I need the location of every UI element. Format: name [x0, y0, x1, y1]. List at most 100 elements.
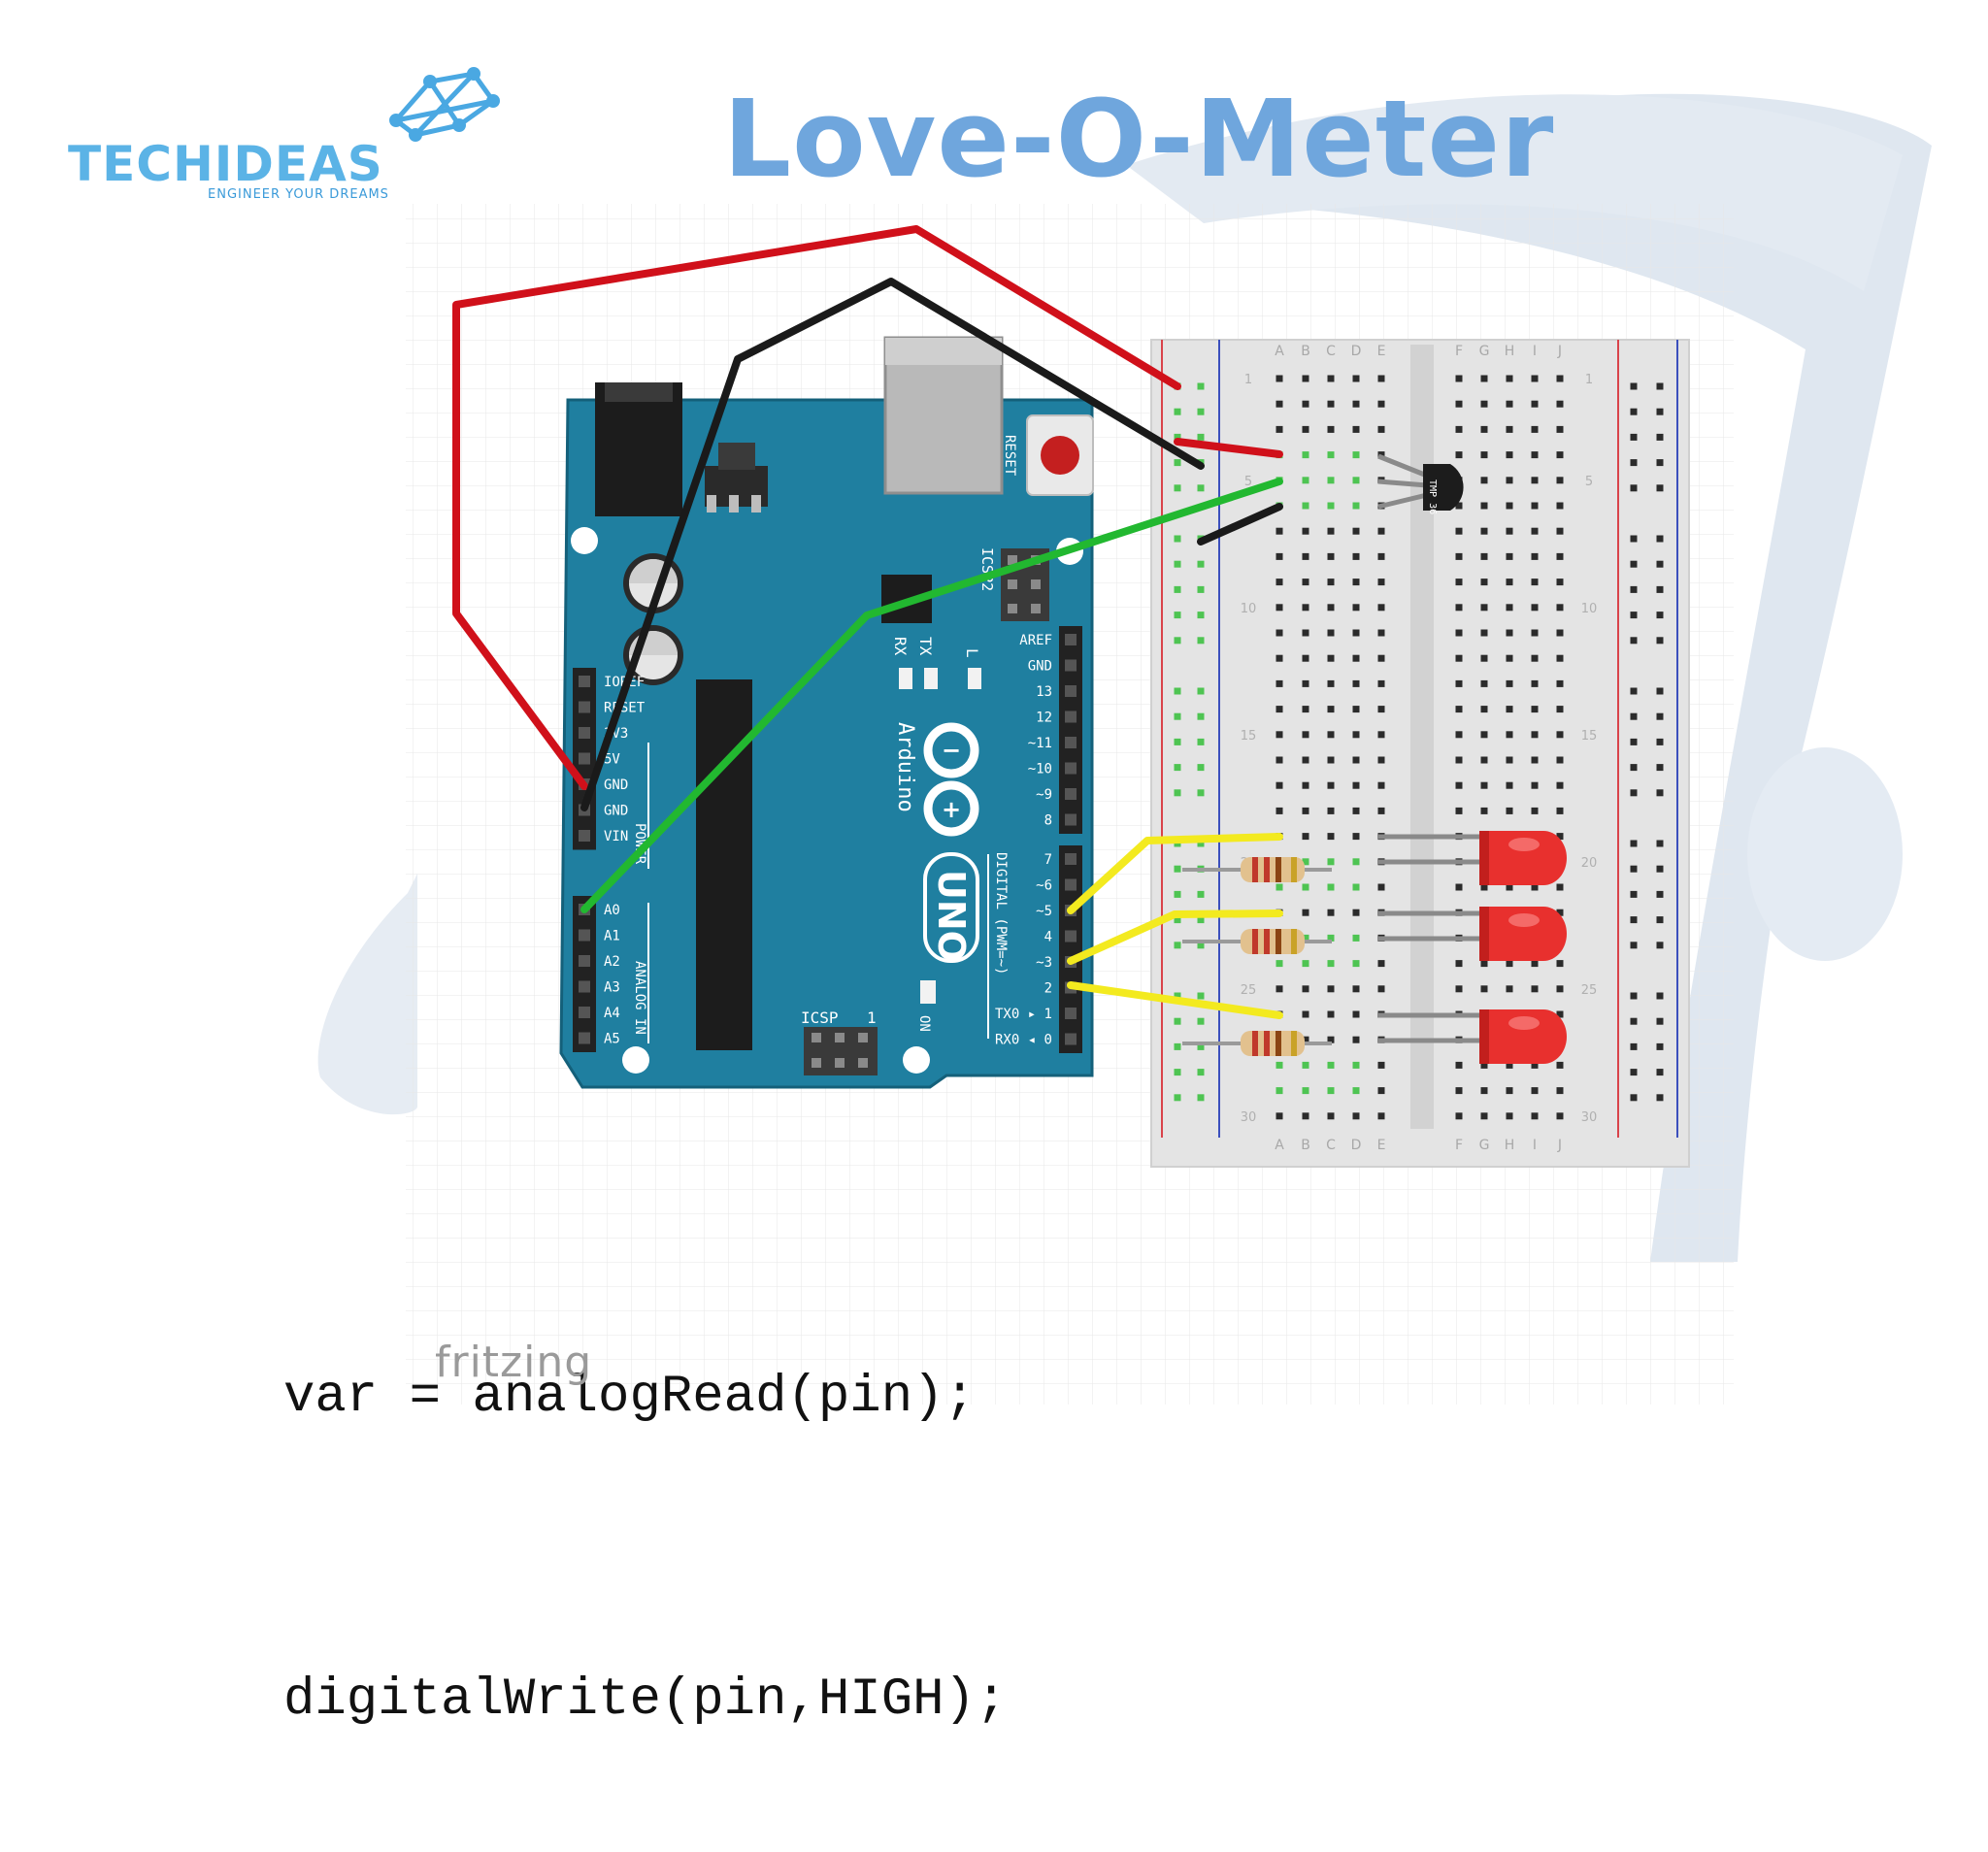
rx-led	[924, 668, 938, 689]
techideas-logo: TECHIDEAS ENGINEER YOUR DREAMS	[66, 62, 500, 208]
sensor-label: TMP 36	[1427, 480, 1438, 514]
code-line-digital-write: digitalWrite(pin,HIGH);	[283, 1670, 1008, 1730]
column-label: A	[1275, 344, 1284, 359]
rail-hole	[1197, 1042, 1205, 1050]
rail-hole	[1197, 560, 1205, 568]
breadboard-hole	[1531, 502, 1539, 510]
rail-hole	[1197, 890, 1205, 898]
rail-hole	[1197, 612, 1205, 619]
column-label: B	[1301, 1138, 1310, 1153]
rail-hole	[1197, 840, 1205, 847]
breadboard-hole	[1377, 985, 1385, 993]
rail-hole	[1174, 433, 1181, 441]
rail-hole	[1656, 560, 1664, 568]
header-pin	[579, 955, 590, 967]
pin-label: 13	[1036, 684, 1052, 700]
breadboard-hole	[1455, 731, 1463, 739]
code-snippet: var = analogRead(pin); digitalWrite(pin,…	[283, 1145, 1007, 1852]
pin-label: 8	[1044, 813, 1052, 829]
logo-wordmark: TECHIDEAS	[68, 136, 383, 192]
breadboard-hole	[1480, 451, 1488, 459]
rail-hole	[1630, 535, 1638, 543]
breadboard-hole	[1327, 1036, 1335, 1043]
rail-hole	[1630, 382, 1638, 390]
rail-hole	[1630, 738, 1638, 745]
breadboard-hole	[1352, 883, 1360, 891]
rail-hole	[1630, 1017, 1638, 1025]
fritzing-credit: fritzing	[435, 1338, 593, 1387]
header-pin	[1065, 711, 1077, 723]
rail-hole	[1174, 484, 1181, 492]
breadboard-hole	[1531, 629, 1539, 637]
breadboard-hole	[1455, 654, 1463, 662]
breadboard-hole	[1531, 706, 1539, 713]
mounting-hole	[571, 527, 598, 554]
rail-hole	[1656, 382, 1664, 390]
breadboard-hole	[1352, 604, 1360, 612]
rail-hole	[1174, 687, 1181, 695]
breadboard-hole	[1352, 527, 1360, 535]
rail-hole	[1197, 585, 1205, 593]
breadboard-hole	[1377, 579, 1385, 586]
breadboard-hole	[1506, 706, 1513, 713]
row-number: 30	[1581, 1110, 1598, 1125]
column-label: F	[1455, 344, 1463, 359]
breadboard-hole	[1377, 425, 1385, 433]
rail-hole	[1630, 840, 1638, 847]
l-label: L	[963, 648, 981, 658]
mounting-hole	[622, 1046, 649, 1074]
breadboard-hole	[1455, 807, 1463, 814]
pin-label: GND	[604, 777, 628, 793]
resistor-3	[1182, 1031, 1332, 1056]
wire-a0-green	[580, 478, 1283, 913]
rail-hole	[1197, 992, 1205, 1000]
breadboard-hole	[1480, 706, 1488, 713]
breadboard-hole	[1506, 1061, 1513, 1069]
rail-hole	[1656, 942, 1664, 949]
header-pin	[579, 676, 590, 687]
row-number: 15	[1581, 729, 1598, 744]
slide-title: Love-O-Meter	[723, 77, 1555, 201]
breadboard-hole	[1455, 451, 1463, 459]
rail-hole	[1630, 560, 1638, 568]
breadboard-hole	[1556, 679, 1564, 687]
breadboard-hole	[1506, 604, 1513, 612]
breadboard-hole	[1506, 1112, 1513, 1120]
breadboard-hole	[1455, 400, 1463, 408]
breadboard-hole	[1327, 502, 1335, 510]
red-led-2	[1378, 907, 1567, 961]
breadboard-hole	[1455, 1112, 1463, 1120]
rail-hole	[1630, 865, 1638, 873]
breadboard-hole	[1327, 833, 1335, 841]
rail-hole	[1174, 992, 1181, 1000]
breadboard-hole	[1455, 579, 1463, 586]
breadboard-hole	[1455, 985, 1463, 993]
watermark-arc	[1233, 93, 1932, 1262]
svg-text:+: +	[942, 796, 961, 823]
rail-hole	[1656, 1069, 1664, 1076]
rail-hole	[1630, 1042, 1638, 1050]
breadboard-hole	[1276, 807, 1283, 814]
breadboard-hole	[1276, 679, 1283, 687]
breadboard-hole	[1352, 552, 1360, 560]
wire-rail-black	[1197, 503, 1283, 546]
breadboard-hole	[1327, 960, 1335, 968]
wire-5v-red	[452, 225, 1181, 790]
row-number: 30	[1241, 1110, 1257, 1125]
breadboard-hole	[1302, 1036, 1309, 1043]
breadboard-hole	[1352, 400, 1360, 408]
breadboard-hole	[1506, 781, 1513, 789]
pin-label: 5V	[604, 752, 620, 768]
breadboard-hole	[1556, 527, 1564, 535]
rail-hole	[1656, 890, 1664, 898]
column-label: H	[1505, 344, 1515, 359]
icsp-label: ICSP	[801, 1009, 839, 1027]
breadboard-hole	[1556, 883, 1564, 891]
breadboard-hole	[1302, 858, 1309, 866]
row-number: 5	[1585, 475, 1593, 489]
breadboard-hole	[1556, 400, 1564, 408]
watermark-right-blob	[1747, 747, 1903, 961]
breadboard-hole	[1352, 1010, 1360, 1018]
